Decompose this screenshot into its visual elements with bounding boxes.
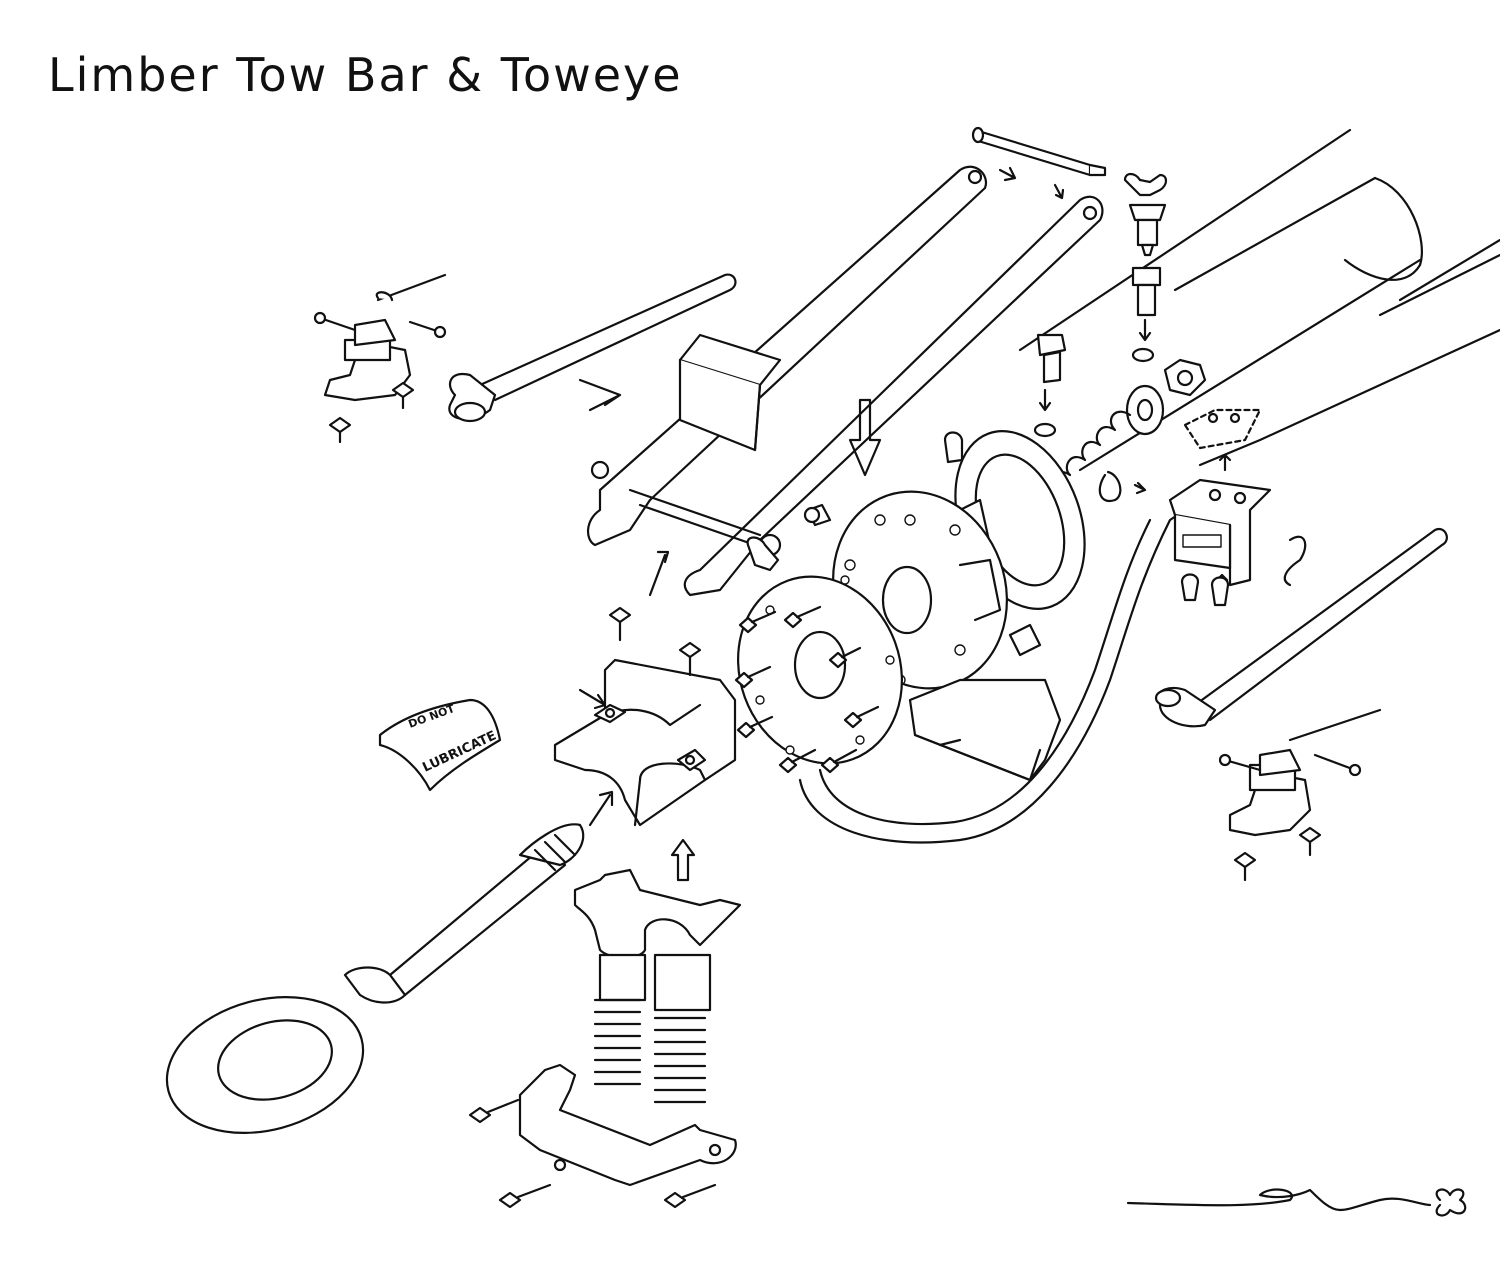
hub-bolts — [734, 431, 1042, 774]
latch-mechanism-right — [1218, 708, 1382, 882]
drum-tube — [1018, 128, 1500, 472]
saddle-bracket — [553, 606, 737, 827]
lubricate-decal: DO NOT LUBRICATE — [378, 698, 502, 792]
latch-mechanism-left — [313, 273, 447, 444]
tow-bar-frame — [587, 165, 1104, 597]
diagram-title: Limber Tow Bar & Toweye — [48, 48, 683, 102]
toweye — [165, 823, 585, 1135]
spring-yoke — [468, 868, 742, 1209]
hub-plates — [737, 430, 1086, 765]
wing-nut-assembly — [1033, 172, 1168, 438]
artist-signature — [1126, 1188, 1467, 1217]
rod-right — [1154, 527, 1448, 728]
side-bracket — [1098, 408, 1307, 607]
lower-bracket — [798, 498, 1202, 844]
rod-left — [448, 273, 737, 423]
cross-pin — [971, 126, 1107, 177]
